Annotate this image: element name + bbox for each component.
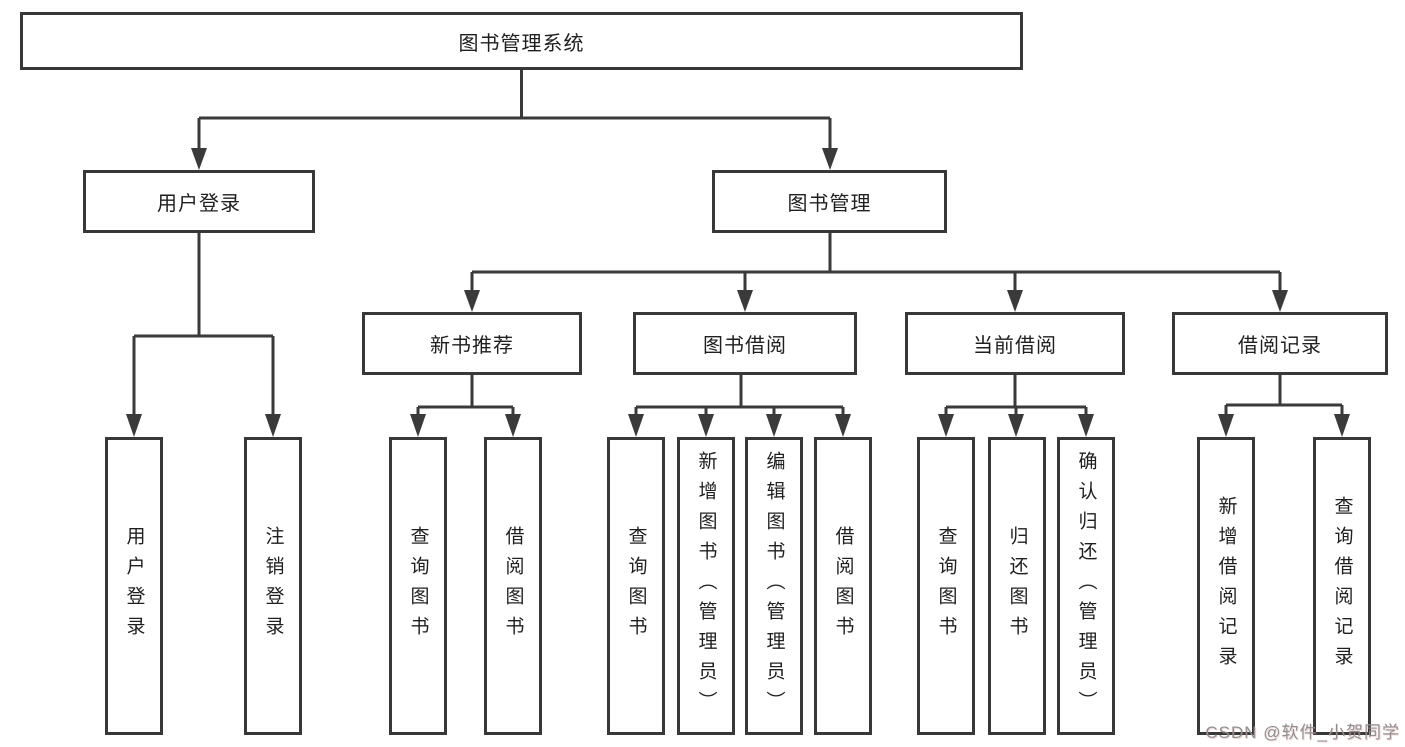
leaf-query-books-current-label: 查询图书 [935,526,957,646]
node-borrow-records-label: 借阅记录 [1238,335,1322,357]
connector-borrow-records-children [1218,375,1350,437]
arrowhead-icon [1007,290,1023,312]
node-root-label: 图书管理系统 [458,32,585,55]
node-library-management-system: 图书管理系统 [20,12,1023,70]
node-new-book-recommend: 新书推荐 [362,312,582,375]
leaf-logout: 注销登录 [244,437,302,735]
connector-book-borrow-children [628,375,851,437]
leaf-add-books-admin-label: 新增图书（管理员） [695,451,717,721]
arrowhead-icon [126,414,142,437]
connector-user-login-children [126,233,281,437]
arrowhead-icon [766,414,782,437]
node-borrow-records: 借阅记录 [1172,312,1388,375]
leaf-query-books-borrow: 查询图书 [607,437,665,735]
node-new-book-recommend-label: 新书推荐 [430,335,514,357]
leaf-return-books-label: 归还图书 [1006,526,1028,646]
node-book-management: 图书管理 [712,170,947,233]
csdn-watermark: CSDN @软件_小贺同学 [1205,723,1400,742]
arrowhead-icon [698,414,714,437]
leaf-add-borrow-record-label: 新增借阅记录 [1215,496,1237,676]
leaf-query-borrow-record-label: 查询借阅记录 [1331,496,1353,676]
node-user-login: 用户登录 [83,170,315,233]
leaf-borrow-books-recommend: 借阅图书 [484,437,542,735]
leaf-query-books-current: 查询图书 [917,437,975,735]
arrowhead-icon [628,414,644,437]
leaf-logout-label: 注销登录 [262,526,284,646]
leaf-borrow-books-label: 借阅图书 [832,526,854,646]
node-current-borrow-label: 当前借阅 [973,335,1057,357]
leaf-edit-books-admin: 编辑图书（管理员） [745,437,803,735]
connector-book-management-to-level3 [464,233,1288,312]
arrowhead-icon [1078,414,1094,437]
node-book-borrow: 图书借阅 [633,312,857,375]
leaf-edit-books-admin-label: 编辑图书（管理员） [763,451,785,721]
leaf-query-books-recommend-label: 查询图书 [407,526,429,646]
node-user-login-label: 用户登录 [157,193,241,215]
arrowhead-icon [822,148,838,170]
leaf-user-login-label: 用户登录 [123,526,145,646]
node-book-borrow-label: 图书借阅 [703,335,787,357]
leaf-add-borrow-record: 新增借阅记录 [1197,437,1255,735]
leaf-borrow-books: 借阅图书 [814,437,872,735]
node-current-borrow: 当前借阅 [905,312,1125,375]
arrowhead-icon [1008,414,1024,437]
leaf-add-books-admin: 新增图书（管理员） [677,437,735,735]
arrowhead-icon [835,414,851,437]
arrowhead-icon [265,414,281,437]
arrowhead-icon [1218,414,1234,437]
leaf-borrow-books-recommend-label: 借阅图书 [502,526,524,646]
arrowhead-icon [1334,414,1350,437]
node-book-management-label: 图书管理 [787,193,872,215]
arrowhead-icon [1272,290,1288,312]
arrowhead-icon [938,414,954,437]
leaf-confirm-return-admin-label: 确认归还（管理员） [1075,451,1097,721]
connector-new-book-recommend-children [410,375,521,437]
connector-current-borrow-children [938,375,1094,437]
arrowhead-icon [191,148,207,170]
leaf-query-books-borrow-label: 查询图书 [625,526,647,646]
arrowhead-icon [464,290,480,312]
leaf-user-login: 用户登录 [105,437,163,735]
connector-root-to-level2 [191,70,838,170]
arrowhead-icon [505,414,521,437]
arrowhead-icon [410,414,426,437]
leaf-query-books-recommend: 查询图书 [389,437,447,735]
arrowhead-icon [737,290,753,312]
leaf-confirm-return-admin: 确认归还（管理员） [1057,437,1115,735]
leaf-return-books: 归还图书 [988,437,1046,735]
leaf-query-borrow-record: 查询借阅记录 [1313,437,1371,735]
